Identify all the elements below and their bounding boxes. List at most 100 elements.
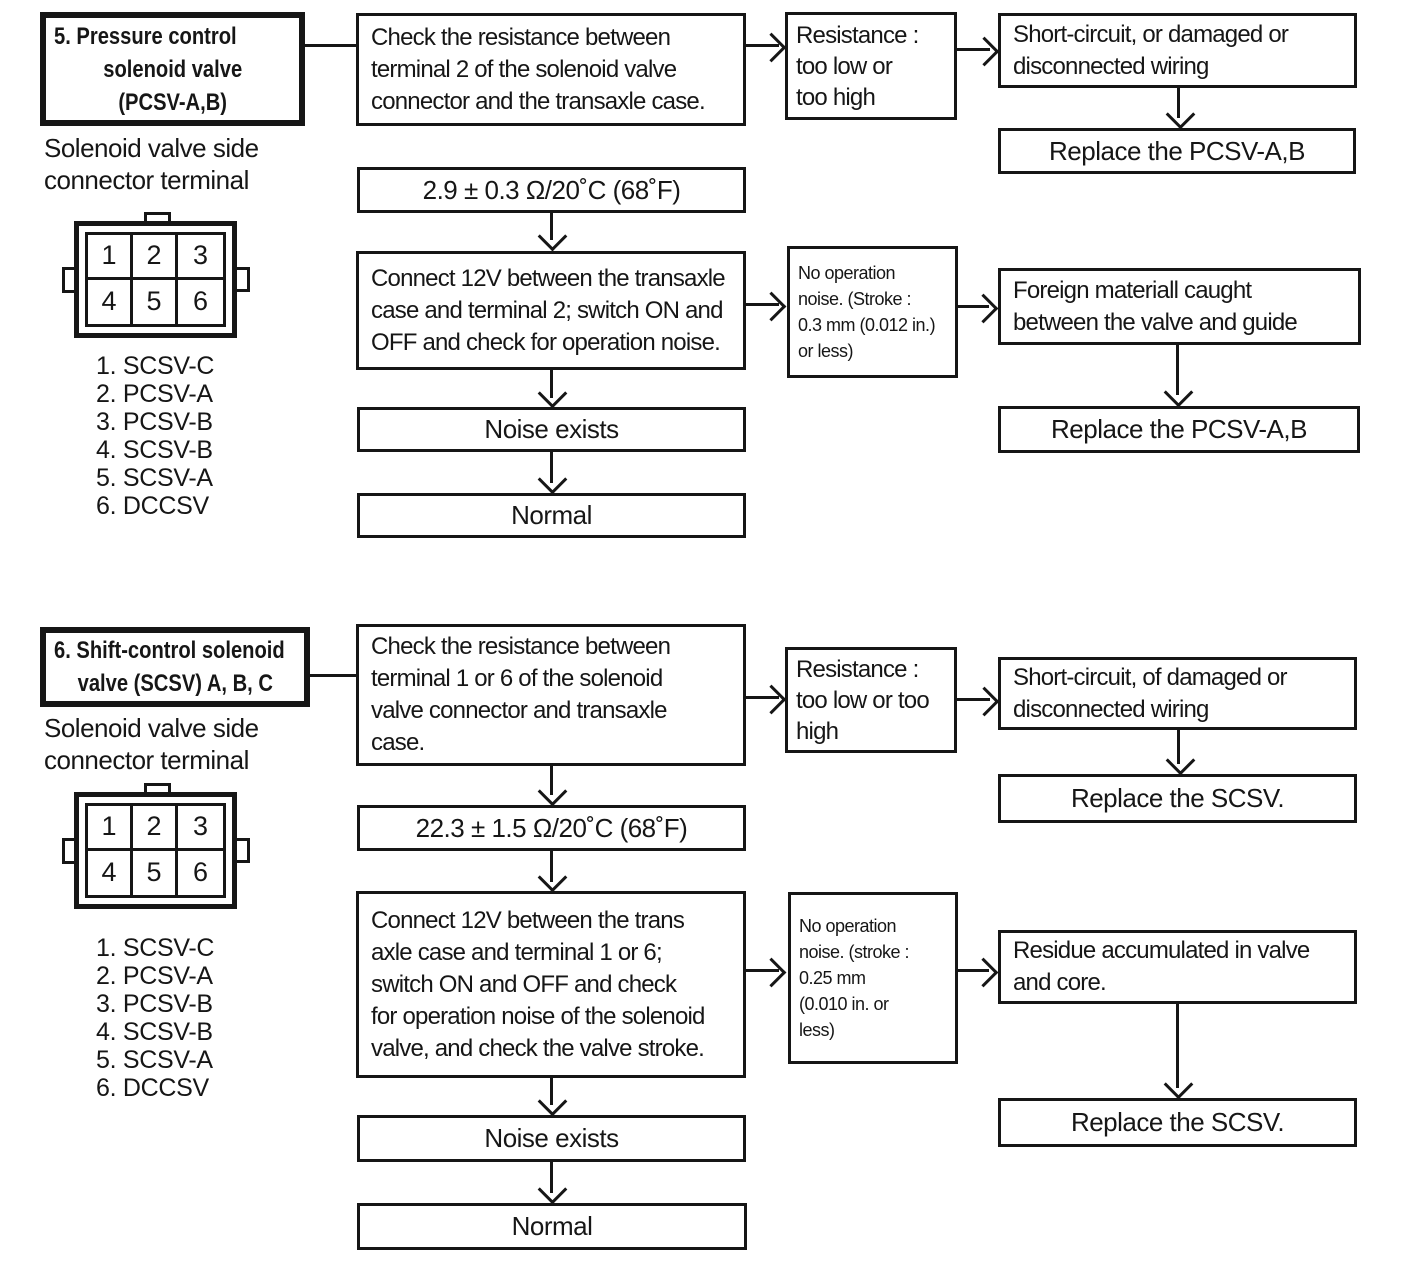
arrowhead [537, 1174, 568, 1205]
connector-pin-cell: 4 [88, 850, 133, 895]
title-text: (PCSV-A,B) [118, 88, 227, 116]
legend-item: 5. SCSV-A [96, 464, 213, 492]
caption-line: connector terminal [44, 745, 249, 775]
legend-item: 6. DCCSV [96, 1074, 209, 1102]
arrowhead [537, 862, 568, 893]
legend-item: 2. PCSV-A [96, 962, 213, 990]
link-title-to-check-6 [305, 674, 356, 677]
connector-pin-cell: 2 [133, 806, 178, 851]
section-5-connector-caption: Solenoid valve side connector terminal [44, 132, 259, 196]
arrowhead [537, 1086, 568, 1117]
spec-box-5: 2.9 ± 0.3 Ω/20˚C (68˚F) [357, 167, 746, 213]
normal-box-6: Normal [357, 1203, 747, 1250]
title-line: valve (SCSV) A, B, C [54, 667, 296, 700]
connect-12v-box-6: Connect 12V between the trans axle case … [356, 891, 746, 1078]
legend-item: 5. SCSV-A [96, 1046, 213, 1074]
arrowhead [1163, 1069, 1194, 1100]
section-5-terminal-legend: 1. SCSV-C 2. PCSV-A 3. PCSV-B 4. SCSV-B … [96, 352, 214, 520]
arrowhead [537, 221, 568, 252]
arrow-noop-to-mech-6 [958, 969, 989, 972]
connector-pin-cell: 3 [178, 235, 223, 280]
section-5-connector-pin-grid: 1 2 3 4 5 6 [85, 232, 226, 327]
title-line: 6. Shift-control solenoid [54, 634, 296, 667]
no-operation-noise-box-6: No operation noise. (stroke : 0.25 mm (0… [788, 892, 958, 1064]
arrow-check-to-resistance-5 [746, 44, 779, 47]
connector-pin-cell: 6 [192, 857, 209, 888]
caption-line: Solenoid valve side [44, 133, 259, 163]
title-text: 6. Shift-control solenoid [54, 637, 285, 664]
legend-item: 3. PCSV-B [96, 990, 213, 1018]
replace-valve-mech-box-5: Replace the PCSV-A,B [998, 406, 1360, 453]
mechanical-fault-box-5: Foreign materiall caught between the val… [998, 268, 1361, 345]
legend-item: 3. PCSV-B [96, 408, 213, 436]
arrow-noop-to-mech-5 [958, 305, 989, 308]
connector-left-tab [62, 267, 77, 293]
arrow-connect-to-noise-6 [550, 1078, 553, 1105]
arrowhead [969, 686, 1000, 717]
replace-valve-mech-box-6: Replace the SCSV. [998, 1098, 1357, 1147]
connector-right-tab [235, 267, 250, 292]
arrow-wiring-to-replace-6 [1177, 730, 1180, 764]
connector-left-tab [62, 838, 77, 864]
legend-item: 4. SCSV-B [96, 436, 213, 464]
noise-exists-box-5: Noise exists [357, 407, 746, 452]
arrowhead [968, 293, 999, 324]
arrow-spec-to-connect-6 [550, 851, 553, 882]
title-line: 5. Pressure control [54, 20, 291, 53]
section-5-title-box: 5. Pressure control solenoid valve (PCSV… [40, 12, 305, 126]
spec-box-6: 22.3 ± 1.5 Ω/20˚C (68˚F) [357, 805, 746, 851]
replace-valve-wiring-box-6: Replace the SCSV. [998, 774, 1357, 823]
connect-12v-box-5: Connect 12V between the transaxle case a… [356, 251, 746, 370]
connector-pin-cell: 5 [133, 279, 178, 324]
connector-pin-cell: 2 [133, 235, 178, 280]
connector-pin-cell: 6 [192, 286, 209, 317]
arrow-resistance-to-wiring-6 [957, 698, 990, 701]
legend-item: 6. DCCSV [96, 492, 209, 520]
section-6-terminal-legend: 1. SCSV-C 2. PCSV-A 3. PCSV-B 4. SCSV-B … [96, 934, 214, 1102]
title-text: valve (SCSV) A, B, C [77, 670, 273, 697]
arrowhead [756, 291, 787, 322]
arrowhead [537, 464, 568, 495]
normal-box-5: Normal [357, 493, 746, 538]
arrow-spec-to-connect-5 [550, 213, 553, 240]
arrowhead [756, 32, 787, 63]
legend-item: 1. SCSV-C [96, 934, 215, 962]
title-line: (PCSV-A,B) [54, 86, 291, 119]
legend-item: 1. SCSV-C [96, 352, 215, 380]
arrowhead [537, 378, 568, 409]
arrowhead [537, 776, 568, 807]
arrow-connect-to-noise-5 [550, 370, 553, 398]
arrow-check-to-resistance-6 [746, 696, 779, 699]
section-6-title-box: 6. Shift-control solenoid valve (SCSV) A… [40, 627, 310, 707]
no-operation-noise-box-5: No operation noise. (Stroke : 0.3 mm (0.… [787, 246, 958, 378]
arrowhead [756, 684, 787, 715]
arrowhead [1163, 377, 1194, 408]
arrow-mech-to-replace-5 [1176, 345, 1179, 395]
replace-valve-wiring-box-5: Replace the PCSV-A,B [998, 128, 1356, 174]
arrowhead [756, 957, 787, 988]
connector-pin-cell: 1 [88, 235, 133, 280]
caption-line: Solenoid valve side [44, 713, 259, 743]
section-6-connector-caption: Solenoid valve side connector terminal [44, 712, 259, 776]
arrowhead [1165, 99, 1196, 130]
arrow-resistance-to-wiring-5 [957, 48, 990, 51]
arrow-connect-to-noop-6 [746, 969, 779, 972]
connector-pin-cell: 4 [88, 279, 133, 324]
check-resistance-box-6: Check the resistance between terminal 1 … [356, 624, 746, 766]
arrow-check-to-spec-6 [550, 766, 553, 795]
connector-pin-cell: 3 [178, 806, 223, 851]
mechanical-fault-box-6: Residue accumulated in valve and core. [998, 930, 1357, 1004]
arrow-mech-to-replace-6 [1176, 1004, 1179, 1088]
arrowhead [1165, 745, 1196, 776]
noise-exists-box-6: Noise exists [357, 1115, 746, 1162]
connector-pin-cell: 5 [133, 850, 178, 895]
arrow-noise-to-normal-5 [550, 452, 553, 483]
arrowhead [969, 36, 1000, 67]
title-line: solenoid valve [54, 53, 291, 86]
arrow-connect-to-noop-5 [746, 303, 779, 306]
connector-pin-cell: 1 [88, 806, 133, 851]
arrow-wiring-to-replace-5 [1177, 88, 1180, 118]
resistance-result-box-5: Resistance : too low or too high [785, 12, 957, 120]
arrow-noise-to-normal-6 [550, 1162, 553, 1193]
title-text: solenoid valve [103, 55, 242, 83]
